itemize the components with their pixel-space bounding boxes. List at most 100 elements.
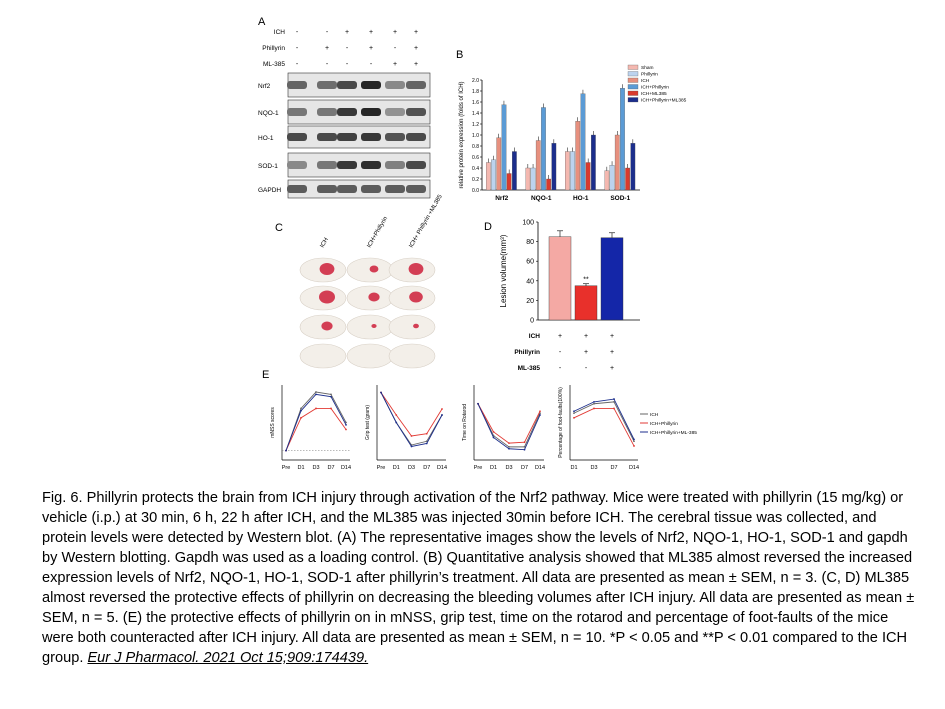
- blot-band: [361, 133, 381, 141]
- treatment-sign: -: [296, 45, 299, 52]
- x-tick-label: Pre: [377, 465, 386, 471]
- y-tick-label: 1.4: [472, 111, 479, 117]
- data-point: [425, 442, 428, 445]
- hemorrhage-lesion: [368, 292, 380, 302]
- legend-label: ICH+Phillyrin: [650, 421, 678, 427]
- series-line: [477, 403, 541, 448]
- data-point: [573, 416, 575, 419]
- blot-band: [361, 161, 381, 169]
- legend-label: ICH: [650, 412, 659, 418]
- data-point: [285, 449, 287, 452]
- bar: [580, 93, 586, 191]
- data-point: [633, 438, 635, 441]
- y-tick-label: 1.2: [472, 122, 479, 128]
- treatment-label: ML-385: [263, 61, 285, 68]
- bar: [565, 151, 570, 191]
- treatment-sign: +: [558, 333, 562, 340]
- treatment-sign: -: [370, 61, 373, 68]
- blot-band: [317, 108, 337, 116]
- data-point: [345, 423, 347, 426]
- series-line: [380, 392, 443, 448]
- legend-swatch: [627, 84, 639, 90]
- blot-label: NQO-1: [258, 110, 279, 117]
- blot-band: [406, 133, 426, 141]
- panel-letter-b: B: [456, 49, 463, 61]
- x-tick-label: D14: [341, 465, 351, 471]
- legend-label: ICH+Phillyrin+ML385: [641, 98, 687, 104]
- y-tick-label: 60: [526, 259, 534, 266]
- bar: [525, 167, 531, 191]
- x-tick-label: D1: [297, 465, 304, 471]
- x-tick-label: D3: [590, 465, 597, 471]
- y-tick-label: 0: [530, 318, 534, 325]
- legend-label: ICH+Phillyrin+ML-385: [650, 430, 697, 436]
- blot-band: [337, 185, 357, 193]
- caption-citation-link[interactable]: Eur J Pharmacol. 2021 Oct 15;909:174439.: [87, 650, 369, 666]
- y-tick-label: 1.0: [472, 133, 479, 139]
- data-point: [315, 391, 317, 393]
- bar: [548, 236, 572, 321]
- blot-band: [385, 133, 405, 141]
- y-axis-label: Time on Rotarod: [462, 404, 468, 441]
- data-point: [573, 410, 575, 413]
- data-point: [573, 412, 575, 415]
- data-point: [395, 421, 398, 424]
- treatment-sign: -: [326, 61, 329, 68]
- category-label: SOD-1: [610, 195, 630, 202]
- treatment-sign: +: [610, 349, 614, 356]
- data-point: [330, 407, 332, 410]
- y-tick-label: 20: [526, 298, 534, 305]
- blot-band: [385, 185, 405, 193]
- bar: [546, 178, 552, 191]
- blot-label: Nrf2: [258, 83, 271, 90]
- y-tick-label: 0.6: [472, 155, 479, 161]
- bar: [541, 107, 546, 191]
- hemorrhage-lesion: [408, 263, 424, 275]
- data-point: [345, 428, 347, 431]
- data-point: [593, 402, 595, 405]
- treatment-sign: -: [346, 45, 349, 52]
- bar: [625, 167, 631, 191]
- data-point: [410, 435, 413, 437]
- blot-band: [337, 108, 357, 116]
- legend-swatch: [627, 64, 639, 70]
- y-axis-label: Grip test (gram): [365, 405, 371, 440]
- y-tick-label: 0.4: [472, 166, 479, 172]
- brain-slice: [299, 343, 347, 369]
- hemorrhage-lesion: [321, 321, 333, 331]
- protein-expression-chart: 0.00.20.40.60.81.01.21.41.61.82.0relativ…: [459, 64, 687, 202]
- x-tick-label: D3: [505, 465, 512, 471]
- blot-band: [287, 108, 307, 116]
- data-point: [395, 414, 398, 416]
- treatment-sign: +: [584, 333, 588, 340]
- series-line: [285, 393, 347, 451]
- x-tick-label: Pre: [282, 465, 291, 471]
- hemorrhage-lesion: [369, 265, 379, 273]
- bar: [591, 134, 596, 191]
- series-line: [380, 392, 443, 446]
- data-point: [593, 400, 595, 403]
- blot-band: [317, 161, 337, 169]
- data-point: [613, 407, 615, 410]
- blot-band: [385, 108, 405, 116]
- bar: [604, 170, 610, 191]
- bar: [630, 143, 636, 191]
- treatment-sign: +: [414, 45, 418, 52]
- bar: [501, 104, 507, 191]
- blot-band: [287, 161, 307, 169]
- treatment-label: ICH: [529, 333, 541, 340]
- y-axis-label: mNSS scores: [270, 407, 276, 438]
- data-point: [441, 414, 443, 416]
- data-point: [492, 430, 495, 433]
- x-tick-label: D1: [393, 465, 400, 471]
- x-tick-label: D1: [570, 465, 577, 471]
- legend-label: Phillyrin: [641, 72, 658, 78]
- x-tick-label: D14: [437, 465, 447, 471]
- treatment-sign: +: [414, 61, 418, 68]
- data-point: [633, 440, 635, 443]
- y-tick-label: 1.6: [472, 100, 479, 106]
- treatment-sign: -: [585, 365, 588, 372]
- y-tick-label: 0.0: [472, 188, 479, 194]
- data-point: [508, 447, 510, 450]
- blot-band: [337, 133, 357, 141]
